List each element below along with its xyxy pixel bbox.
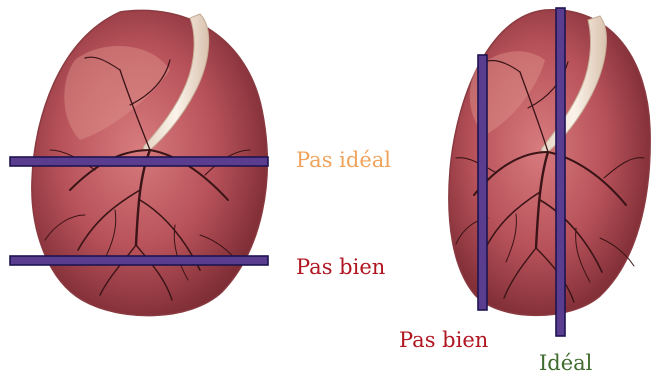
cut-line-pas-bien-vertical [478,55,487,310]
label-ideal: Idéal [539,353,592,374]
label-pas-bien-vertical: Pas bien [399,330,488,351]
label-pas-bien-horizontal: Pas bien [296,257,385,278]
cut-line-pas-ideal [10,157,268,166]
label-pas-ideal: Pas idéal [296,150,391,171]
cut-line-pas-bien-horizontal [10,256,268,265]
cut-line-ideal [556,8,565,336]
